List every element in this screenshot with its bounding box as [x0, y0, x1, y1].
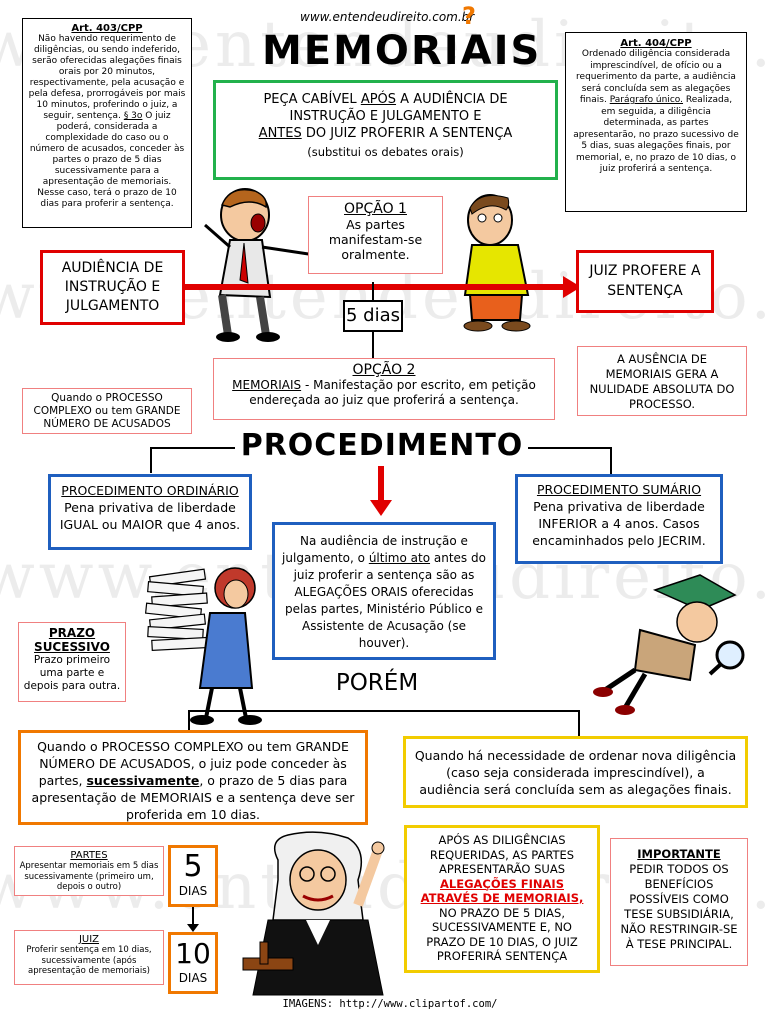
ordinario-text: Pena privativa de liberdade IGUAL ou MAI… — [59, 500, 241, 532]
art404-title: Art. 404/CPP — [620, 38, 692, 49]
down-arrowhead — [187, 924, 199, 932]
connector-line — [150, 447, 235, 449]
prazo-sucessivo-callout: PRAZO SUCESSIVO Prazo primeiro uma parte… — [18, 622, 126, 702]
nulidade-box: A AUSÊNCIA DE MEMORIAIS GERA A NULIDADE … — [577, 346, 747, 416]
opcao2-label: MEMORIAIS — [232, 378, 302, 392]
art404-text: Ordenado diligência considerada impresci… — [572, 49, 740, 176]
connector-line — [610, 447, 612, 475]
judge-illustration — [242, 831, 385, 996]
diligencia-box: Quando há necessidade de ordenar nova di… — [403, 736, 748, 808]
detective-illustration — [593, 574, 745, 715]
juiz-callout: JUIZ Proferir sentença em 10 dias, suces… — [14, 930, 164, 985]
green-line1-c: A AUDIÊNCIA DE — [396, 92, 508, 107]
opcao1-text: As partes manifestam-se oralmente. — [328, 217, 423, 262]
num10: 10 — [175, 937, 211, 970]
green-line4: (substitui os debates orais) — [307, 145, 464, 159]
site-url: www.entendeudireito.com.br — [300, 10, 475, 24]
porem-heading: PORÉM — [335, 670, 419, 696]
juiz-title: JUIZ — [78, 934, 100, 945]
connector-line — [528, 447, 612, 449]
center-e: oferecidas pelas partes, Ministério Públ… — [284, 585, 484, 650]
art403-par-body: O juiz poderá, considerada a complexidad… — [29, 111, 185, 209]
orange-c: , o prazo de 5 dias para apresentação de… — [31, 773, 355, 822]
down-arrow — [378, 466, 384, 502]
importante-box: IMPORTANTE PEDIR TODOS OS BENEFÍCIOS POS… — [610, 838, 748, 966]
green-line2: INSTRUÇÃO E JULGAMENTO E — [289, 109, 482, 124]
page-title: MEMORIAIS — [262, 28, 542, 74]
importante-title: IMPORTANTE — [637, 847, 721, 861]
prazo-5-dias-box: 5 DIAS — [168, 845, 218, 907]
orange-a: Quando o PROCESSO COMPLEXO ou tem GRANDE… — [37, 739, 349, 788]
opcao2-title: OPÇÃO 2 — [352, 362, 416, 378]
art404-par-label: Parágrafo único. — [609, 95, 684, 105]
center-c: antes do juiz proferir a sentença são as — [293, 551, 486, 582]
peca-cabivel-box: PEÇA CABÍVEL APÓS A AUDIÊNCIA DE INSTRUÇ… — [213, 80, 558, 180]
opcao2-text: - Manifestação por escrito, em petição e… — [249, 378, 536, 407]
art404-body: Ordenado diligência considerada impresci… — [576, 49, 736, 105]
num5: 5 — [183, 849, 203, 884]
partes-callout: PARTES Apresentar memoriais em 5 dias su… — [14, 846, 164, 896]
quando-complexo-callout: Quando o PROCESSO COMPLEXO ou tem GRANDE… — [22, 388, 192, 434]
down-arrowhead — [370, 500, 392, 516]
man-listening-illustration — [463, 194, 531, 332]
art403-title: Art. 403/CPP — [71, 23, 143, 34]
sumario-text: Pena privativa de liberdade INFERIOR a 4… — [532, 499, 706, 548]
prazo-text: Prazo primeiro uma parte e depois para o… — [23, 654, 121, 692]
connector-line — [578, 710, 580, 736]
center-b: último ato — [368, 551, 431, 565]
connector-line — [188, 710, 190, 732]
green-line3-a: ANTES — [258, 126, 302, 141]
apos-c: NO PRAZO DE 5 DIAS, SUCESSIVAMENTE E, NO… — [426, 905, 578, 964]
opcao1-box: OPÇÃO 1 As partes manifestam-se oralment… — [308, 196, 443, 274]
connector-line — [150, 447, 152, 473]
art403-text: Não havendo requerimento de diligências,… — [28, 34, 186, 210]
procedimento-heading: PROCEDIMENTO — [240, 428, 524, 463]
apos-b: ALEGAÇÕES FINAIS ATRAVÉS DE MEMORIAIS, — [420, 876, 584, 906]
opcao1-title: OPÇÃO 1 — [344, 201, 407, 217]
question-mark-icon: ? — [462, 2, 476, 30]
partes-text: Apresentar memoriais em 5 dias sucessiva… — [19, 861, 159, 892]
audiencia-box: AUDIÊNCIA DE INSTRUÇÃO E JULGAMENTO — [40, 250, 185, 325]
juiz-text: Proferir sentença em 10 dias, sucessivam… — [26, 945, 152, 976]
juiz-profere-box: JUIZ PROFERE A SENTENÇA — [576, 250, 714, 313]
partes-title: PARTES — [70, 850, 108, 861]
ordinario-title: PROCEDIMENTO ORDINÁRIO — [61, 483, 239, 498]
importante-text: PEDIR TODOS OS BENEFÍCIOS POSSÍVEIS COMO… — [620, 862, 738, 951]
apos-a: APÓS AS DILIGÊNCIAS REQUERIDAS, AS PARTE… — [429, 833, 575, 876]
green-line3-b: DO JUIZ PROFERIR A SENTENÇA — [301, 126, 513, 141]
sumario-box: PROCEDIMENTO SUMÁRIO Pena privativa de l… — [515, 474, 723, 564]
connector-line — [372, 282, 374, 300]
art403-par-label: § 3o — [123, 111, 143, 121]
sumario-title: PROCEDIMENTO SUMÁRIO — [536, 482, 702, 497]
cinco-dias-box: 5 dias — [343, 300, 403, 332]
footer-credits: IMAGENS: http://www.clipartof.com/ — [282, 998, 498, 1010]
connector-line — [372, 332, 374, 358]
orange-b: sucessivamente — [86, 773, 200, 788]
art404-box: Art. 404/CPP Ordenado diligência conside… — [565, 32, 747, 212]
green-line1-b: APÓS — [360, 92, 397, 107]
alegacoes-orais-box: Na audiência de instrução e julgamento, … — [272, 522, 496, 660]
green-line1-a: PEÇA CABÍVEL — [263, 92, 361, 107]
ordinario-box: PROCEDIMENTO ORDINÁRIO Pena privativa de… — [48, 474, 252, 550]
apos-diligencias-box: APÓS AS DILIGÊNCIAS REQUERIDAS, AS PARTE… — [404, 825, 600, 973]
prazo-10-dias-box: 10 DIAS — [168, 932, 218, 994]
center-d: ALEGAÇÕES ORAIS — [294, 585, 408, 599]
prazo-title: PRAZO SUCESSIVO — [34, 626, 110, 654]
art403-box: Art. 403/CPP Não havendo requerimento de… — [22, 18, 192, 228]
timeline-arrow — [185, 284, 567, 290]
art403-body: Não havendo requerimento de diligências,… — [28, 34, 186, 121]
connector-line — [188, 710, 580, 712]
dias-label: DIAS — [178, 971, 208, 985]
opcao2-box: OPÇÃO 2 MEMORIAIS - Manifestação por esc… — [213, 358, 555, 420]
connector-line — [192, 907, 194, 929]
woman-papers-illustration — [144, 567, 262, 725]
center-a: Na audiência de instrução e julgamento, … — [282, 534, 468, 565]
processo-complexo-box: Quando o PROCESSO COMPLEXO ou tem GRANDE… — [18, 730, 368, 825]
art404-par-body: Realizada, em seguida, a diligência dete… — [573, 95, 739, 174]
dias-label: DIAS — [178, 884, 208, 898]
